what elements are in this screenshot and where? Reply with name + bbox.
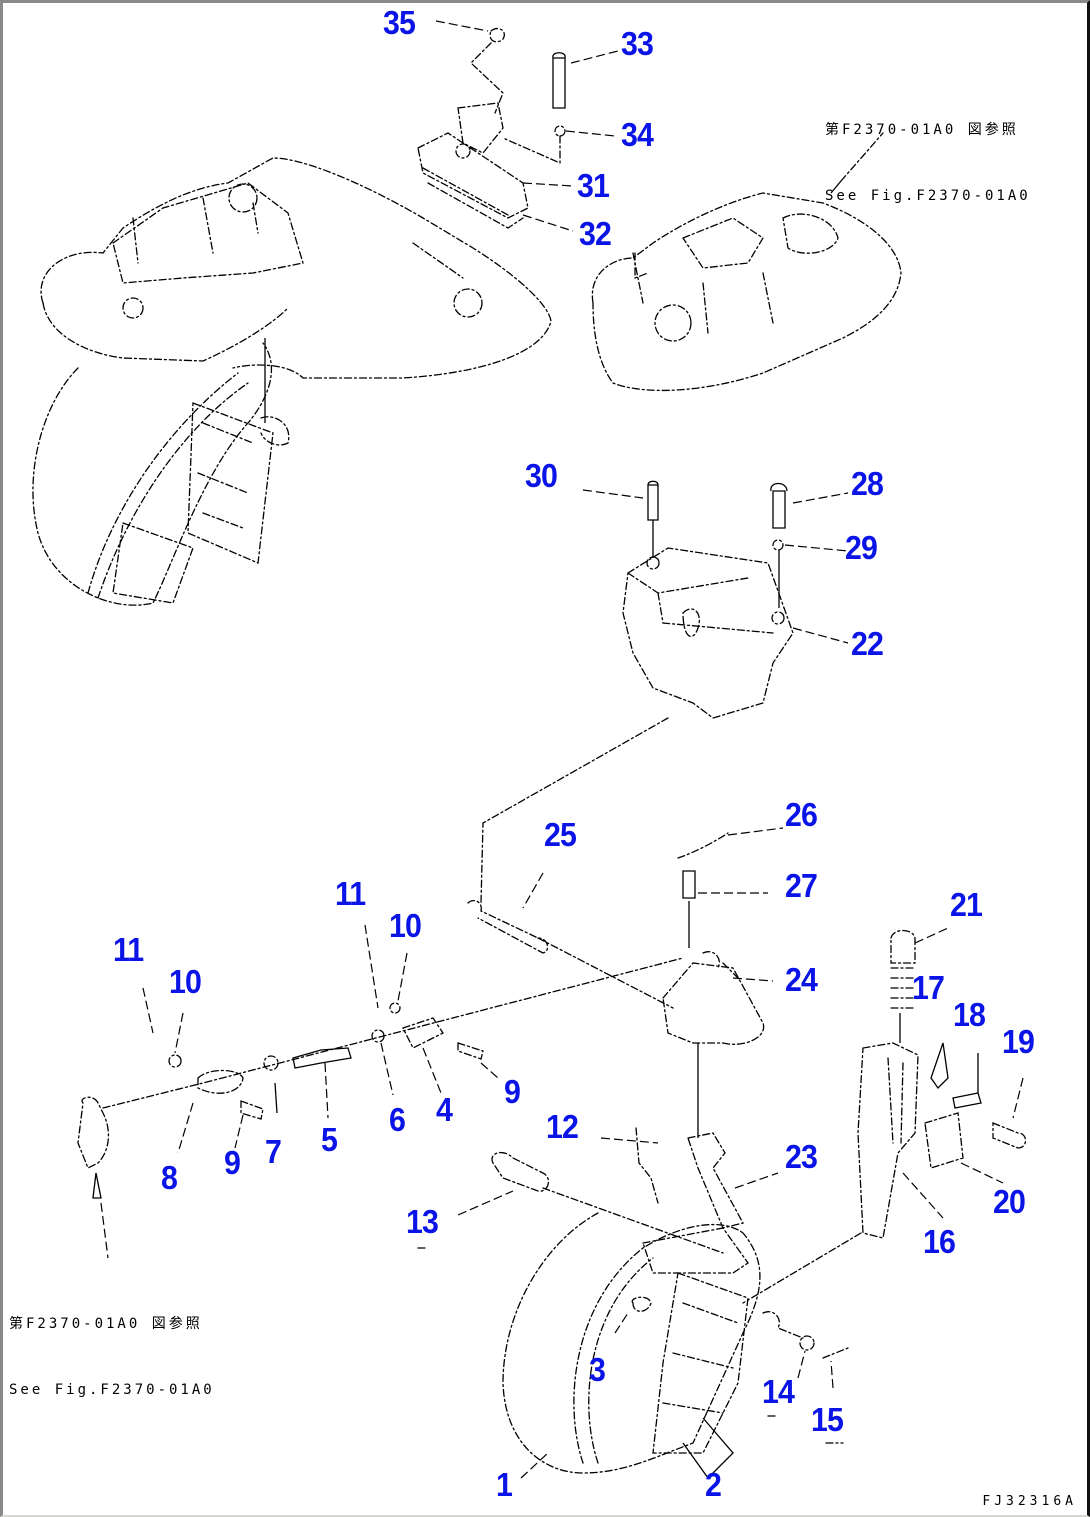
part-label-22[interactable]: 22 [851, 625, 884, 662]
part-label-20[interactable]: 20 [993, 1183, 1026, 1220]
part-label-25[interactable]: 25 [544, 816, 577, 853]
reference-note-jp: 第F2370-01A0 図参照 [825, 122, 1019, 138]
part-label-18[interactable]: 18 [953, 996, 986, 1033]
part-label-14[interactable]: 14 [762, 1373, 795, 1410]
part-label-5[interactable]: 5 [321, 1121, 338, 1158]
part-label-19[interactable]: 19 [1002, 1023, 1035, 1060]
lever-stack-right [742, 927, 1027, 1304]
part-label-3[interactable]: 3 [589, 1351, 606, 1388]
drawing-code: FJ32316A [982, 1494, 1077, 1509]
part-label-23[interactable]: 23 [785, 1138, 818, 1175]
transmission-housing-right [591, 132, 902, 392]
block-assembly-top [417, 20, 619, 232]
part-label-27[interactable]: 27 [785, 867, 818, 904]
lever-assembly [467, 827, 784, 1138]
part-label-11-lower[interactable]: 11 [113, 931, 144, 968]
part-label-10-upper[interactable]: 10 [389, 907, 422, 944]
part-label-13[interactable]: 13 [406, 1203, 439, 1240]
brake-drum-band-upper [32, 338, 290, 606]
part-label-17[interactable]: 17 [912, 969, 945, 1006]
part-label-33[interactable]: 33 [621, 25, 654, 62]
part-label-24[interactable]: 24 [785, 961, 818, 998]
part-label-29[interactable]: 29 [845, 529, 878, 566]
part-label-28[interactable]: 28 [851, 465, 884, 502]
brake-band-lower [417, 1127, 849, 1480]
part-label-4[interactable]: 4 [436, 1091, 453, 1128]
part-label-35[interactable]: 35 [383, 4, 416, 41]
reference-note-top-right: 第F2370-01A0 図参照 See Fig.F2370-01A0 [825, 75, 1031, 251]
part-label-6[interactable]: 6 [389, 1101, 406, 1138]
bracket-assembly [480, 480, 849, 904]
part-label-15[interactable]: 15 [811, 1401, 844, 1438]
part-label-34[interactable]: 34 [621, 116, 654, 153]
part-label-11-upper[interactable]: 11 [335, 875, 366, 912]
part-label-26[interactable]: 26 [785, 796, 818, 833]
part-label-9-right[interactable]: 9 [504, 1073, 521, 1110]
part-label-1[interactable]: 1 [496, 1466, 513, 1503]
transmission-housing-left [40, 157, 552, 379]
part-label-21[interactable]: 21 [950, 886, 983, 923]
part-label-32[interactable]: 32 [579, 215, 612, 252]
part-label-10-lower[interactable]: 10 [169, 963, 202, 1000]
reference-note-en: See Fig.F2370-01A0 [825, 188, 1031, 204]
line-art [32, 20, 1027, 1480]
part-label-30[interactable]: 30 [525, 457, 558, 494]
part-label-8[interactable]: 8 [161, 1159, 178, 1196]
part-label-2[interactable]: 2 [705, 1466, 722, 1503]
reference-note-jp: 第F2370-01A0 図参照 [9, 1316, 203, 1332]
part-label-12[interactable]: 12 [546, 1108, 579, 1145]
part-label-7[interactable]: 7 [265, 1133, 282, 1170]
part-label-31[interactable]: 31 [577, 167, 610, 204]
reference-note-bottom-left: 第F2370-01A0 図参照 See Fig.F2370-01A0 [9, 1269, 215, 1445]
part-label-16[interactable]: 16 [923, 1223, 956, 1260]
reference-note-en: See Fig.F2370-01A0 [9, 1382, 215, 1398]
part-label-9-left[interactable]: 9 [224, 1144, 241, 1181]
linkage-rod [77, 924, 684, 1259]
